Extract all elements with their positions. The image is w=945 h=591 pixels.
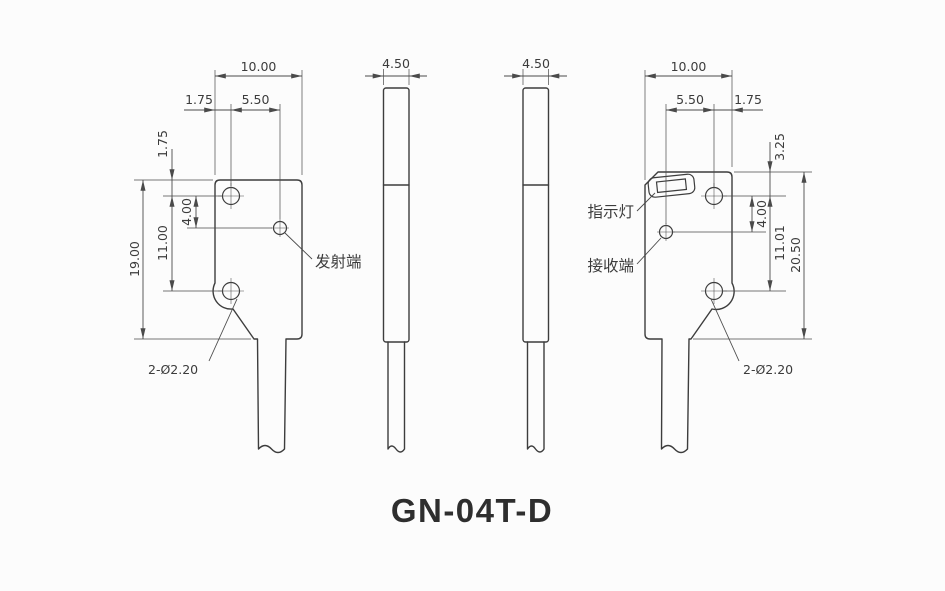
- drawing-title: GN-04T-D: [391, 492, 553, 529]
- holes-note-label: 2-Ø2.20: [148, 362, 198, 377]
- receiver-leader-line: [636, 237, 662, 265]
- dim-indicator-offset-label: 3.25: [772, 133, 787, 161]
- dim-thickness-label: 4.50: [382, 56, 410, 71]
- receiver-label: 接收端: [587, 257, 634, 275]
- receiver-side-view: 4.50: [504, 56, 567, 453]
- dim-span-label: 5.50: [676, 92, 704, 107]
- dim-thickness-label: 4.50: [522, 56, 550, 71]
- extension-lines: [134, 70, 303, 340]
- extension-lines: [383, 69, 410, 85]
- dim-width-label: 10.00: [241, 59, 277, 74]
- dim-left-offset-label: 1.75: [185, 92, 213, 107]
- side-cable: [387, 341, 406, 453]
- emitter-side-view: 4.50: [365, 56, 427, 453]
- indicator-light: [647, 173, 696, 198]
- holes-leader-line: [208, 298, 238, 362]
- dim-emitter-offset-label: 4.00: [179, 198, 194, 226]
- emitter-body-outline: [212, 179, 303, 454]
- dimension-connectors: [171, 109, 231, 196]
- dim-right-offset-label: 1.75: [734, 92, 762, 107]
- emitter-front-view: 10.00 5.50 1.75 1.75 4.00 11.00 19.00 发射…: [127, 59, 362, 454]
- indicator-leader-line: [636, 192, 656, 212]
- indicator-outer: [647, 173, 696, 198]
- emitter-leader-line: [284, 232, 313, 260]
- dimension-connectors: [714, 109, 771, 196]
- indicator-inner: [655, 178, 688, 194]
- dim-width-label: 10.00: [671, 59, 707, 74]
- dim-span-label: 5.50: [242, 92, 270, 107]
- receiver-front-view: 10.00 5.50 1.75 3.25 4.00 11.01 20.50 指示…: [587, 59, 812, 454]
- dim-top-offset-label: 1.75: [155, 130, 170, 158]
- dim-height-label: 19.00: [127, 241, 142, 277]
- side-cable: [526, 341, 545, 453]
- dim-hole-pitch-label: 11.01: [772, 225, 787, 261]
- dim-height-label: 20.50: [788, 237, 803, 273]
- side-body-outline: [522, 87, 550, 343]
- center-marks: [657, 183, 727, 304]
- indicator-label: 指示灯: [587, 203, 634, 221]
- center-marks: [218, 183, 289, 304]
- dim-receiver-offset-label: 4.00: [754, 200, 769, 228]
- emitter-label: 发射端: [315, 253, 362, 271]
- side-body-outline: [382, 87, 410, 343]
- holes-note-label: 2-Ø2.20: [743, 362, 793, 377]
- extension-lines: [522, 69, 549, 85]
- receiver-body-outline: [644, 171, 735, 454]
- dim-hole-pitch-label: 11.00: [155, 225, 170, 261]
- holes-leader-line: [710, 298, 740, 362]
